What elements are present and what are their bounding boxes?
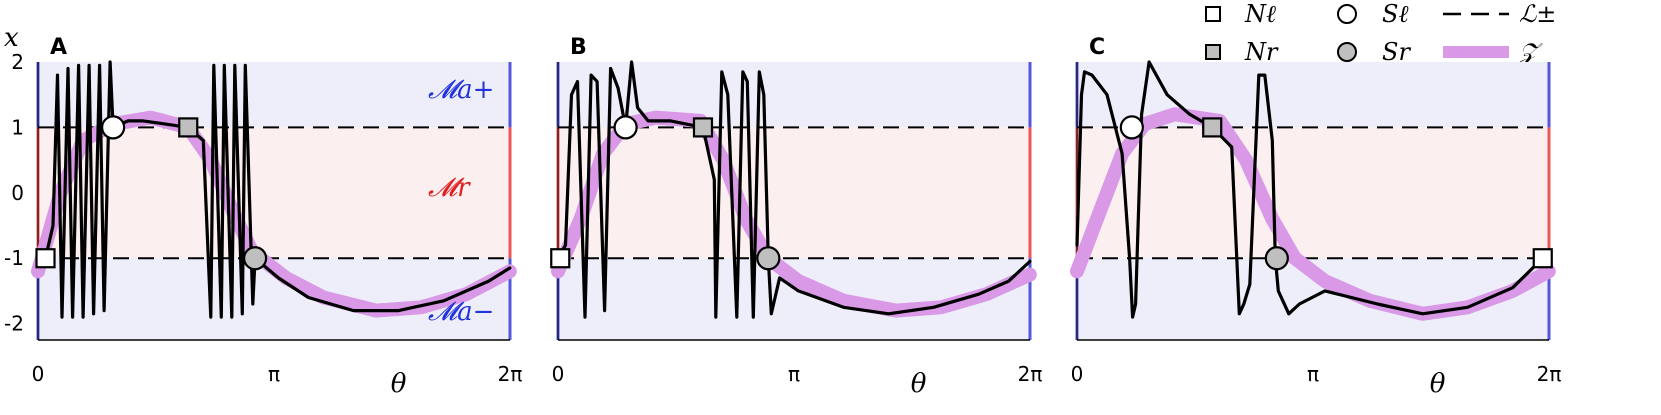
- x-tick-label: π: [268, 362, 280, 386]
- marker-sr: [1264, 246, 1289, 271]
- x-tick-label: 2π: [498, 362, 523, 386]
- legend-marker: [1205, 6, 1221, 22]
- legend-item: Nℓ: [1205, 0, 1276, 28]
- marker-sr: [242, 246, 268, 271]
- legend-item: 𝒵: [1443, 38, 1543, 66]
- legend-item: ℒ±: [1443, 0, 1556, 28]
- legend-marker: [1337, 42, 1357, 62]
- y-tick-label: 1: [11, 115, 24, 139]
- legend-label: Sℓ: [1382, 0, 1408, 28]
- repelling-region: [558, 127, 1030, 259]
- panel-b: B 0 π 2π θ: [550, 35, 1043, 399]
- legend-marker: [1337, 4, 1357, 24]
- repelling-region: [1077, 127, 1549, 259]
- legend-item: Nr: [1205, 38, 1279, 66]
- trajectory-line: [556, 60, 1032, 319]
- y-tick-label: 0: [11, 181, 24, 205]
- y-axis-label: x: [4, 23, 19, 53]
- marker-nl: [550, 248, 571, 269]
- y-tick-label: 2: [11, 50, 24, 74]
- legend-marker: [1205, 44, 1221, 60]
- panel-letter: C: [1089, 35, 1105, 60]
- marker-sl: [613, 115, 638, 140]
- x-tick-label: 0: [1071, 362, 1084, 386]
- marker-nl: [35, 248, 56, 269]
- panel-letter: A: [50, 35, 67, 60]
- legend-item: Sℓ: [1337, 0, 1408, 28]
- x-axis-label: θ: [391, 369, 407, 399]
- legend-label: Sr: [1382, 38, 1411, 66]
- y-tick-label: -2: [4, 312, 24, 336]
- marker-sl: [101, 115, 126, 140]
- repelling-region: [38, 127, 510, 259]
- x-tick-label: 2π: [1537, 362, 1562, 386]
- marker-sl: [1119, 115, 1144, 140]
- region-label-upper: 𝓜a+: [428, 75, 494, 105]
- x-tick-label: 2π: [1018, 362, 1043, 386]
- x-axis-label: θ: [911, 369, 927, 399]
- legend-label: ℒ±: [1519, 0, 1556, 28]
- x-tick-label: 0: [552, 362, 565, 386]
- x-tick-label: π: [1307, 362, 1319, 386]
- region-label-lower: 𝓜a−: [428, 297, 494, 327]
- y-tick-label: -1: [4, 246, 24, 270]
- x-tick-label: 0: [32, 362, 45, 386]
- marker-nr: [1202, 117, 1223, 138]
- marker-sr: [756, 246, 781, 271]
- legend-label: 𝒵: [1518, 38, 1543, 66]
- region-label-middle: 𝓜r: [428, 173, 471, 203]
- legend-label: Nℓ: [1244, 0, 1276, 28]
- legend-label: Nr: [1244, 38, 1279, 66]
- panel-letter: B: [570, 35, 587, 60]
- x-tick-label: π: [788, 362, 800, 386]
- panel-c: C 0 π 2π θ: [1070, 35, 1562, 399]
- marker-nr: [692, 117, 714, 138]
- legend-item: Sr: [1337, 38, 1411, 66]
- marker-nl: [1532, 248, 1553, 269]
- x-axis-label: θ: [1430, 369, 1446, 399]
- trajectory-line: [1075, 60, 1551, 319]
- marker-nr: [178, 117, 199, 138]
